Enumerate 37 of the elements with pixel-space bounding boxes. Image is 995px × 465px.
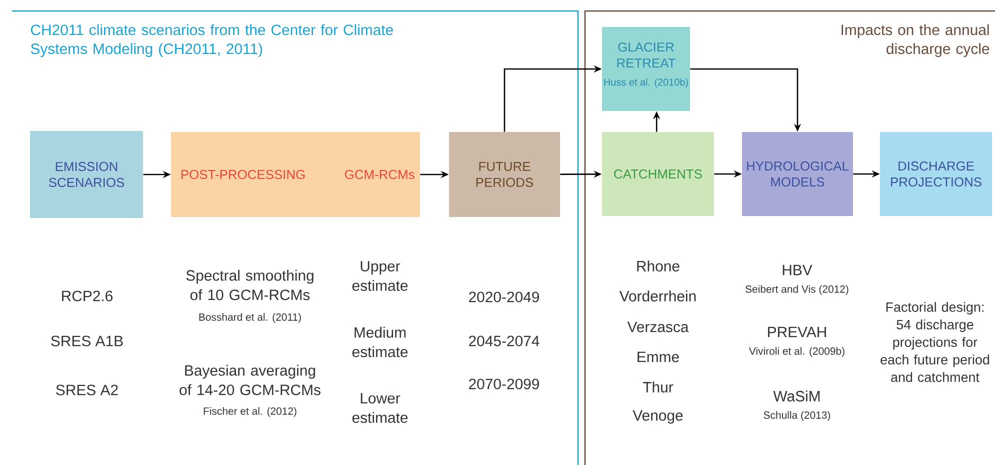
catchment-label: Thur — [642, 382, 674, 392]
scenario-label: RCP2.6 — [62, 290, 113, 302]
note-text: Factorial design: 54 discharge projections for each future period and catchment — [880, 302, 990, 382]
panel-title: Impacts on the annual discharge cycle — [842, 24, 990, 58]
method-label: Bayesian averaging of 14-20 GCM-RCMs — [180, 364, 320, 396]
catchment-label: Vorderrhein — [619, 290, 696, 302]
process-box: POST-PROCESSING GCM-RCMs — [171, 132, 420, 217]
catchment-label: Emme — [638, 352, 679, 362]
estimate-label: Medium estimate — [352, 326, 408, 358]
estimate-label: Upper estimate — [352, 261, 408, 291]
reference-text: Schulla (2013) — [764, 411, 830, 421]
process-box: DISCHARGE PROJECTIONS — [880, 132, 992, 216]
catchment-label: Verzasca — [627, 322, 689, 332]
process-box: CATCHMENTS — [602, 132, 714, 216]
panel-title: CH2011 climate scenarios from the Center for Climate Systems Modeling (CH2011, 2011) — [30, 24, 393, 58]
period-label: 2070-2099 — [469, 378, 539, 390]
reference-text: Fischer et al. (2012) — [204, 407, 296, 417]
catchment-label: Rhone — [637, 260, 680, 272]
panel — [584, 10, 995, 465]
catchment-label: Venoge — [632, 410, 683, 424]
scenario-label: SRES A2 — [56, 384, 118, 396]
process-box: EMISSION SCENARIOS — [30, 131, 143, 218]
method-label: Spectral smoothing of 10 GCM-RCMs — [186, 270, 314, 300]
estimate-label: Lower estimate — [352, 393, 408, 423]
model-label: PREVAH — [768, 326, 826, 338]
scenario-label: SRES A1B — [51, 336, 123, 346]
process-box: FUTURE PERIODS — [449, 132, 560, 217]
period-label: 2045-2074 — [469, 336, 540, 346]
reference-text: Seibert and Vis (2012) — [746, 285, 848, 295]
process-box: HYDROLOGICAL MODELS — [742, 132, 853, 216]
reference-text: Viviroli et al. (2009b) — [748, 347, 844, 357]
reference-text: Bosshard et al. (2011) — [199, 313, 301, 323]
model-label: HBV — [782, 264, 812, 276]
process-box: GLACIER RETREAT Huss et al. (2010b) — [602, 27, 690, 111]
period-label: 2020-2049 — [469, 292, 539, 302]
panel — [12, 10, 579, 465]
model-label: WaSiM — [773, 390, 820, 402]
